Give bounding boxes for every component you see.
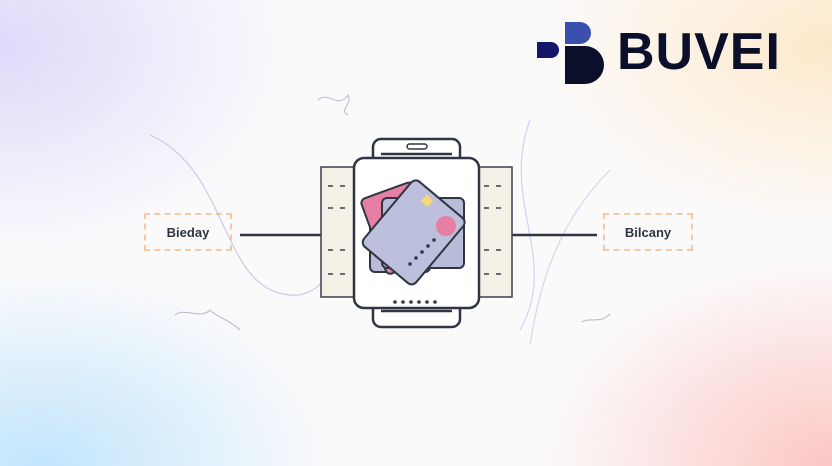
node-left: Bieday [144, 213, 232, 251]
card-stack-icon [360, 179, 466, 286]
decor-curve [529, 169, 611, 346]
decor-curve [519, 119, 535, 331]
side-panel-right [476, 166, 513, 298]
logo-wordmark: BUVEI [617, 23, 781, 81]
side-panel-left [320, 166, 357, 298]
decor-squiggle [317, 94, 350, 116]
logo-mark-icon [537, 22, 604, 84]
decor-squiggle [581, 313, 611, 323]
node-right: Bilcany [603, 213, 693, 251]
decor-squiggle [174, 309, 241, 331]
